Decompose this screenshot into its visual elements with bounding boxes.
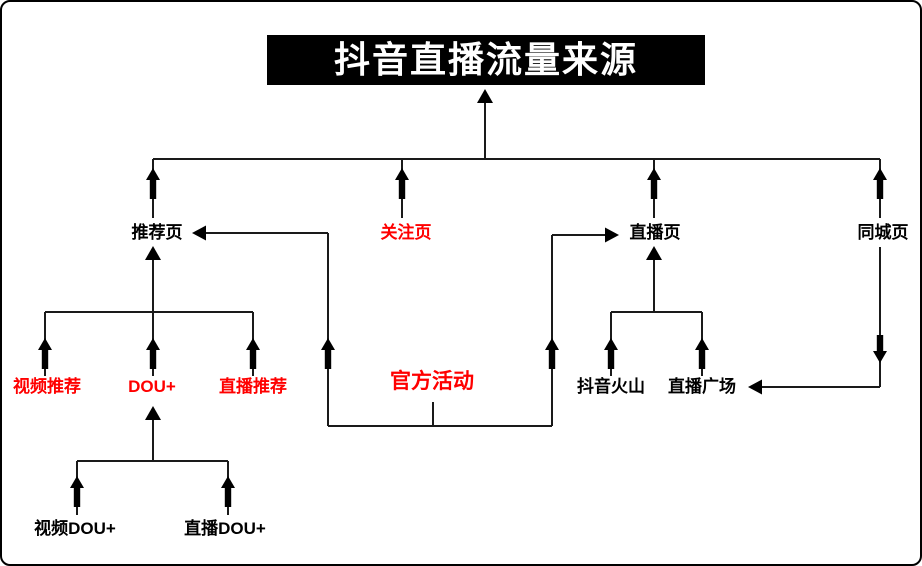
node-live-dou-plus: 直播DOU+ (184, 519, 266, 538)
bold-arrow-up-icon (873, 168, 887, 199)
bold-arrow-up-icon (647, 168, 661, 199)
bold-arrow-up-icon (70, 476, 84, 507)
bold-arrow-up-icon (146, 168, 160, 199)
bold-arrow-up-icon (545, 338, 559, 369)
node-dou-plus: DOU+ (128, 377, 176, 396)
node-official-activities: 官方活动 (390, 370, 474, 393)
arrow-left-icon (748, 379, 762, 395)
node-douyin-huoshan: 抖音火山 (577, 377, 645, 396)
node-live-plaza: 直播广场 (668, 377, 736, 396)
node-video-dou-plus: 视频DOU+ (34, 519, 116, 538)
arrow-up-icon (145, 406, 161, 420)
arrow-up-icon (646, 246, 662, 260)
bold-arrow-up-icon (246, 338, 260, 369)
node-live-recommend: 直播推荐 (219, 377, 287, 396)
bold-arrow-up-icon (146, 338, 160, 369)
arrow-right-icon (605, 227, 619, 243)
bold-arrow-up-icon (395, 168, 409, 199)
node-live-page: 直播页 (629, 223, 681, 242)
bold-arrow-up-icon (321, 338, 335, 369)
bold-arrow-up-icon (604, 338, 618, 369)
arrow-left-icon (192, 225, 206, 241)
arrow-up-icon (477, 89, 493, 103)
node-recommend-page: 推荐页 (131, 223, 183, 242)
node-follow-page: 关注页 (380, 223, 432, 242)
bold-arrow-down-icon (873, 335, 887, 363)
bold-arrow-up-icon (221, 476, 235, 507)
node-city-page: 同城页 (857, 223, 909, 242)
node-video-recommend: 视频推荐 (13, 377, 81, 396)
bold-arrow-up-icon (38, 338, 52, 369)
arrow-up-icon (145, 246, 161, 260)
page-title: 抖音直播流量来源 (267, 35, 705, 85)
bold-arrow-up-icon (695, 338, 709, 369)
